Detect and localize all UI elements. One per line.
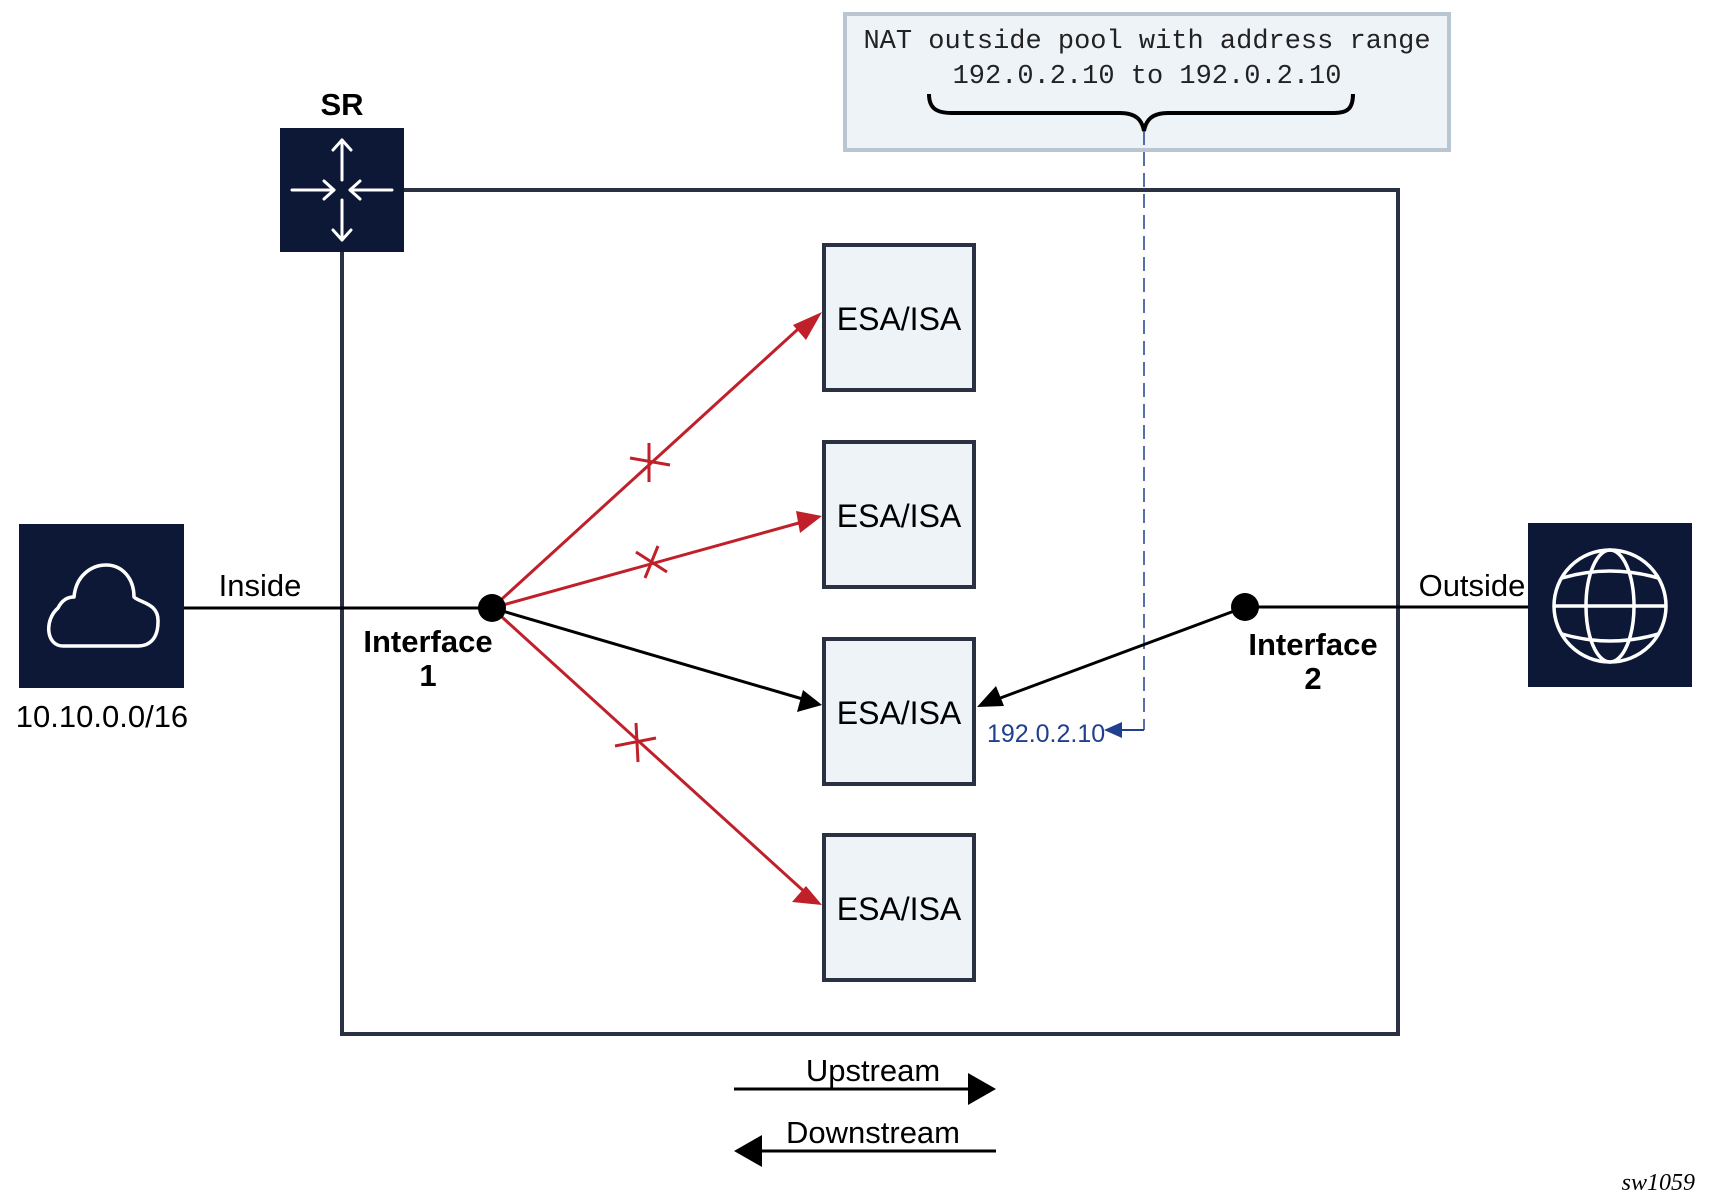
- interface1-label-line1: Interface: [363, 624, 492, 659]
- blocked-x-icon: [629, 443, 671, 482]
- interface1-label-line2: 1: [419, 658, 436, 693]
- blocked-path-3: [490, 606, 822, 905]
- cloud-icon: [47, 563, 160, 648]
- legend-downstream-label: Downstream: [786, 1115, 960, 1150]
- upstream-arrowhead: [968, 1073, 996, 1105]
- isa-card-label: ESA/ISA: [837, 301, 962, 337]
- return-path: [977, 605, 1246, 707]
- nat-pool-note: NAT outside pool with address range 192.…: [843, 12, 1451, 152]
- legend: Upstream Downstream: [734, 1053, 996, 1167]
- outside-label: Outside: [1419, 568, 1526, 603]
- blocked-path-2: [491, 511, 822, 610]
- blocked-path-1: [490, 312, 822, 610]
- active-path: [491, 606, 822, 712]
- figure-id: sw1059: [1622, 1170, 1695, 1196]
- isa-card-3[interactable]: ESA/ISA: [822, 637, 976, 786]
- isa-card-label: ESA/ISA: [837, 891, 962, 927]
- inside-prefix-label: 10.10.0.0/16: [16, 699, 188, 734]
- nat-pool-note-line2: 192.0.2.10 to 192.0.2.10: [953, 62, 1342, 92]
- router-frame: [340, 188, 1400, 1036]
- isa-card-2[interactable]: ESA/ISA: [822, 440, 976, 589]
- interface2-node[interactable]: [1231, 593, 1259, 621]
- interface2-label-line2: 2: [1304, 661, 1321, 696]
- interface1-node[interactable]: [478, 594, 506, 622]
- blocked-x-icon: [614, 722, 657, 763]
- isa-card-label: ESA/ISA: [837, 695, 962, 731]
- interface2-label-line1: Interface: [1248, 627, 1377, 662]
- pool-address-label: 192.0.2.10: [987, 720, 1105, 748]
- blocked-x-icon: [635, 545, 668, 579]
- isa-card-label: ESA/ISA: [837, 498, 962, 534]
- downstream-arrowhead: [734, 1135, 762, 1167]
- nat-pool-note-line1: NAT outside pool with address range: [863, 27, 1430, 57]
- globe-icon: [1552, 548, 1668, 664]
- isa-card-4[interactable]: ESA/ISA: [822, 833, 976, 982]
- inside-label: Inside: [219, 568, 302, 603]
- pool-link-arrowhead: [1104, 722, 1122, 738]
- router-icon[interactable]: [280, 128, 404, 252]
- outside-network-node[interactable]: [1528, 523, 1692, 687]
- router-label: SR: [320, 87, 363, 122]
- isa-card-1[interactable]: ESA/ISA: [822, 243, 976, 392]
- legend-upstream-label: Upstream: [806, 1053, 940, 1088]
- inside-network-node[interactable]: [19, 524, 184, 688]
